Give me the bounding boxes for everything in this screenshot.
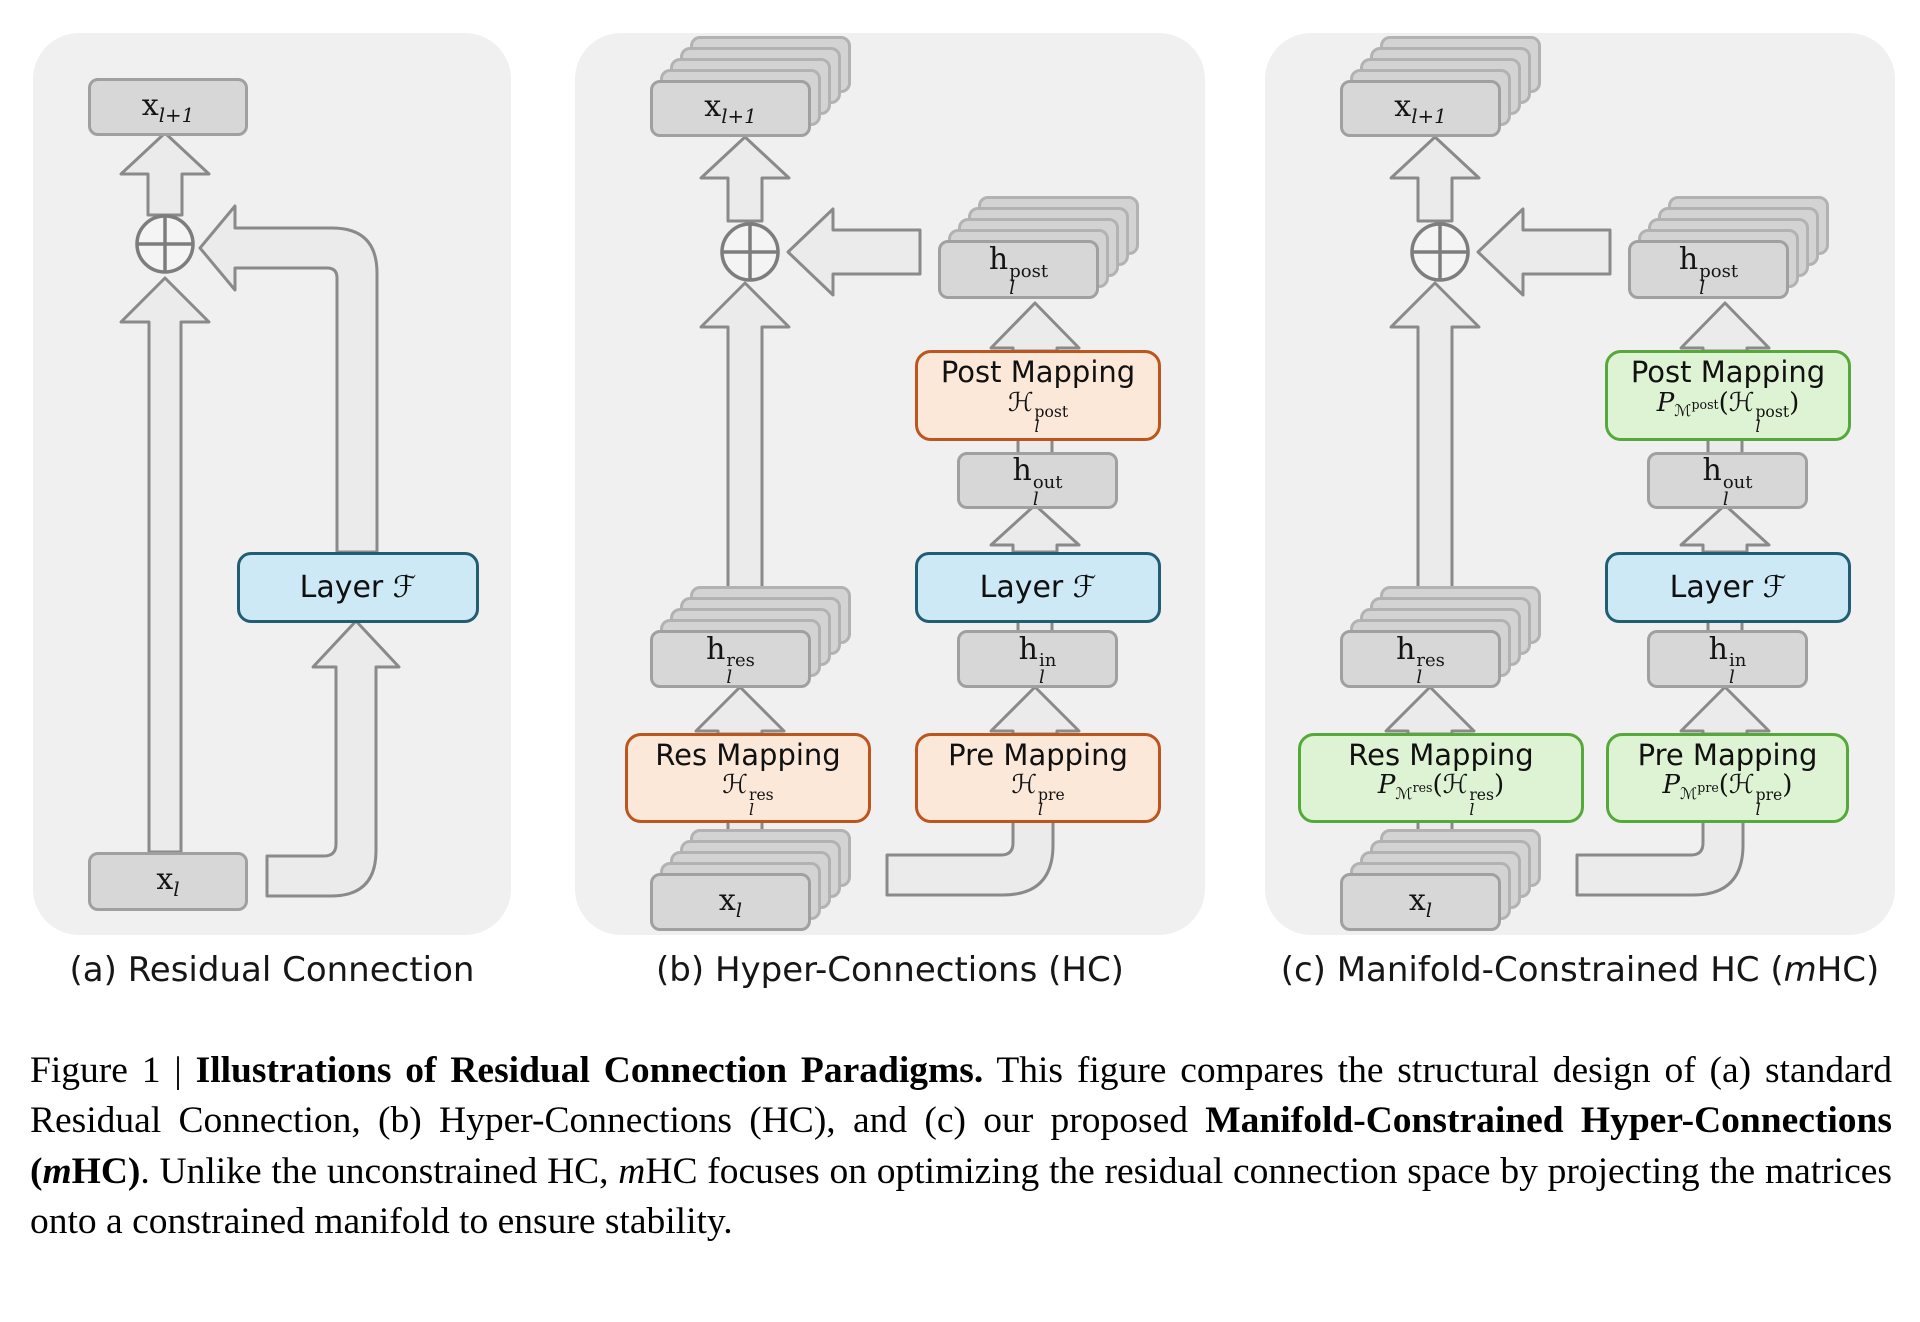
- add-icon: [1410, 222, 1470, 282]
- arrowhead-post-mapping-icon: [989, 301, 1081, 353]
- x-next-label: xl+1: [1394, 89, 1447, 128]
- subcaption-b: (b) Hyper-Connections (HC): [656, 950, 1124, 990]
- arrowhead-res-mapping-icon: [1384, 685, 1476, 736]
- figure-caption: Figure 1 | Illustrations of Residual Con…: [30, 1050, 1893, 1243]
- bent-arrow-input-to-pre-icon: [1575, 815, 1745, 897]
- subcaption-a: (a) Residual Connection: [69, 950, 475, 990]
- arrowhead-layer-to-hout-icon: [1679, 503, 1771, 554]
- layer-f-box: Layer ℱ: [237, 552, 479, 623]
- layer-f-label: Layer ℱ: [299, 570, 417, 605]
- arrowhead-post-mapping-icon: [1679, 301, 1771, 353]
- x-input-box: xl: [88, 852, 248, 911]
- x-input-label: xl: [718, 882, 743, 922]
- pre-mapping-title: Pre Mapping: [948, 737, 1128, 772]
- post-mapping-title: Post Mapping: [1630, 355, 1826, 390]
- layer-f-box: Layer ℱ: [1605, 552, 1851, 623]
- post-mapping-title: Post Mapping: [940, 355, 1136, 390]
- up-arrow-icon: [1389, 135, 1481, 223]
- residual-up-arrow-icon: [119, 276, 211, 854]
- arrows-layer-c: [1384, 135, 1771, 897]
- add-icon: [135, 214, 195, 274]
- x-input-box: xl: [1340, 873, 1501, 931]
- x-next-label: xl+1: [704, 89, 757, 128]
- arrowhead-layer-to-hout-icon: [989, 503, 1081, 554]
- add-icon: [720, 222, 780, 282]
- x-input-label: xl: [156, 862, 180, 901]
- bent-arrow-input-to-pre-icon: [885, 815, 1055, 897]
- up-arrow-icon: [119, 131, 211, 217]
- residual-up-arrow-icon: [1389, 281, 1481, 615]
- x-input-box: xl: [650, 873, 811, 931]
- res-mapping-title: Res Mapping: [1348, 737, 1534, 772]
- x-next-box: xl+1: [1340, 80, 1501, 137]
- arrowhead-pre-mapping-icon: [1679, 685, 1771, 736]
- x-input-label: xl: [1408, 882, 1433, 922]
- arrowhead-res-mapping-icon: [694, 685, 786, 736]
- x-next-box: xl+1: [88, 78, 248, 136]
- bent-arrow-layer-to-sum-icon: [198, 204, 379, 554]
- arrows-layer-a: [119, 131, 401, 898]
- x-next-box: xl+1: [650, 80, 811, 137]
- layer-f-label: Layer ℱ: [979, 570, 1097, 605]
- x-next-label: xl+1: [141, 87, 195, 127]
- layer-f-label: Layer ℱ: [1669, 570, 1787, 605]
- up-arrow-icon: [699, 135, 791, 223]
- left-arrow-post-to-sum-icon: [786, 207, 922, 297]
- panel-residual-connection: xl+1 Layer ℱ xl: [33, 33, 511, 935]
- layer-f-box: Layer ℱ: [915, 552, 1161, 623]
- res-mapping-title: Res Mapping: [655, 737, 841, 772]
- arrowhead-pre-mapping-icon: [989, 685, 1081, 736]
- subcaption-c: (c) Manifold-Constrained HC (mHC): [1280, 950, 1880, 990]
- left-arrow-post-to-sum-icon: [1476, 207, 1612, 297]
- pre-mapping-title: Pre Mapping: [1637, 737, 1818, 772]
- residual-up-arrow-icon: [699, 281, 791, 615]
- bent-arrow-input-to-layer-icon: [265, 619, 401, 898]
